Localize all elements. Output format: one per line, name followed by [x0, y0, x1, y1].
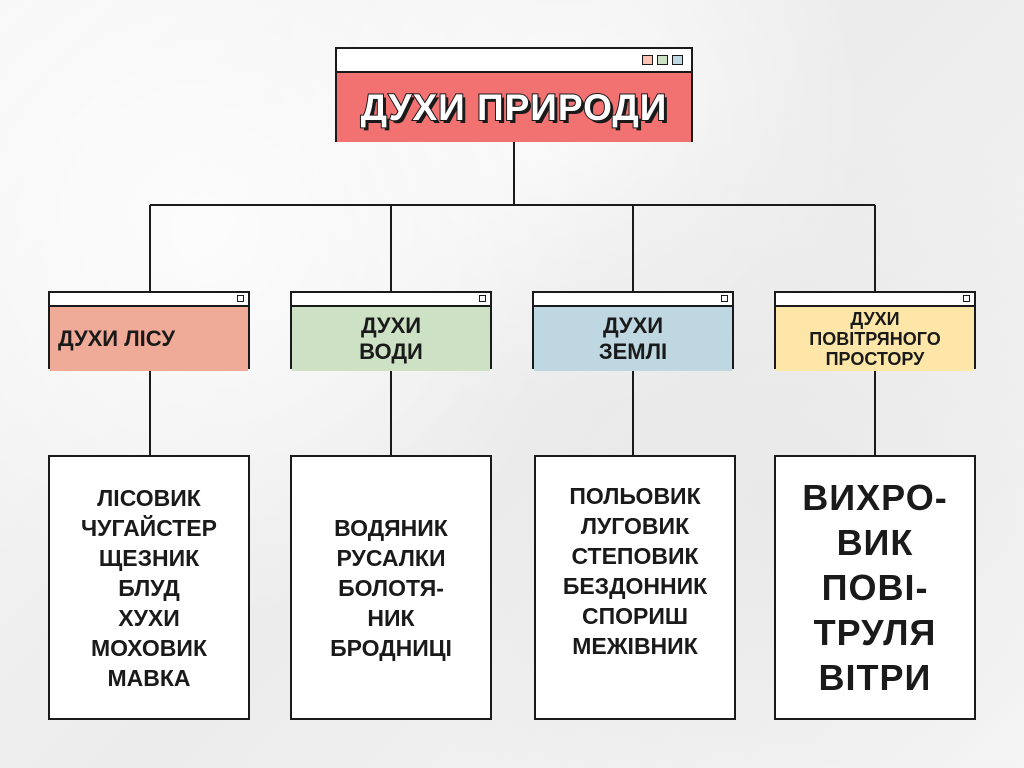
window-dot-icon	[657, 55, 668, 65]
member-item: ТРУЛЯ	[813, 612, 937, 653]
root-node: ДУХИ ПРИРОДИ	[335, 47, 693, 142]
window-dot-icon	[237, 295, 244, 302]
members-box-earth: ПОЛЬОВИК ЛУГОВИК СТЕПОВИК БЕЗДОННИК СПОР…	[534, 455, 736, 720]
member-item: СПОРИШ	[581, 603, 688, 629]
members-box-forest: ЛІСОВИК ЧУГАЙСТЕР ЩЕЗНИК БЛУД ХУХИ МОХОВ…	[48, 455, 250, 720]
category-label-line: ДУХИ ЛІСУ	[58, 326, 176, 351]
category-label-line: ПРОСТОРУ	[825, 349, 925, 369]
member-item: ПОЛЬОВИК	[569, 483, 701, 509]
member-item: БЕЗДОННИК	[562, 573, 708, 599]
member-item: ВИХРО-	[802, 477, 948, 518]
category-node-air: ДУХИ ПОВІТРЯНОГО ПРОСТОРУ	[774, 291, 976, 371]
window-dot-icon	[963, 295, 970, 302]
category-node-water: ДУХИ ВОДИ	[290, 291, 492, 371]
category-node-earth: ДУХИ ЗЕМЛІ	[532, 291, 734, 371]
category-label: ДУХИ ЛІСУ	[50, 307, 248, 371]
category-label-line: ДУХИ	[360, 313, 422, 338]
member-item: БРОДНИЦІ	[330, 634, 452, 661]
member-item: ВІТРИ	[818, 657, 932, 698]
window-dot-icon	[672, 55, 683, 65]
member-item: СТЕПОВИК	[571, 543, 699, 569]
member-item: ЧУГАЙСТЕР	[81, 514, 217, 541]
category-label: ДУХИ ПОВІТРЯНОГО ПРОСТОРУ	[776, 307, 974, 371]
category-label-line: ПОВІТРЯНОГО	[809, 329, 941, 349]
member-item: БЛУД	[118, 574, 180, 601]
category-label-line: ВОДИ	[359, 339, 423, 364]
category-label: ДУХИ ВОДИ	[292, 307, 490, 371]
member-item: ВОДЯНИК	[334, 514, 448, 541]
member-item: МОХОВИК	[91, 634, 207, 661]
member-item: БОЛОТЯ-	[338, 574, 444, 601]
category-node-forest: ДУХИ ЛІСУ	[48, 291, 250, 371]
members-box-air: ВИХРО- ВИК ПОВІ- ТРУЛЯ ВІТРИ	[774, 455, 976, 720]
category-label-line: ДУХИ	[850, 309, 900, 329]
member-item: ВИК	[836, 522, 914, 563]
category-label-line: ДУХИ	[602, 313, 664, 338]
window-dot-icon	[721, 295, 728, 302]
member-item: ПОВІ-	[821, 567, 929, 608]
window-bar	[337, 49, 691, 73]
window-dots	[642, 55, 683, 65]
members-box-water: ВОДЯНИК РУСАЛКИ БОЛОТЯ- НИК БРОДНИЦІ	[290, 455, 492, 720]
member-item: НИК	[367, 604, 415, 631]
member-item: ЛУГОВИК	[580, 513, 690, 539]
window-dot-icon	[642, 55, 653, 65]
member-item: РУСАЛКИ	[336, 544, 446, 571]
member-item: ЛІСОВИК	[97, 484, 201, 511]
member-item: МЕЖІВНИК	[572, 633, 698, 659]
root-title: ДУХИ ПРИРОДИ	[360, 86, 668, 129]
member-item: ЩЕЗНИК	[98, 544, 200, 571]
member-item: МАВКА	[107, 664, 191, 691]
window-dot-icon	[479, 295, 486, 302]
category-label: ДУХИ ЗЕМЛІ	[534, 307, 732, 371]
category-label-line: ЗЕМЛІ	[598, 339, 668, 364]
member-item: ХУХИ	[118, 604, 180, 631]
